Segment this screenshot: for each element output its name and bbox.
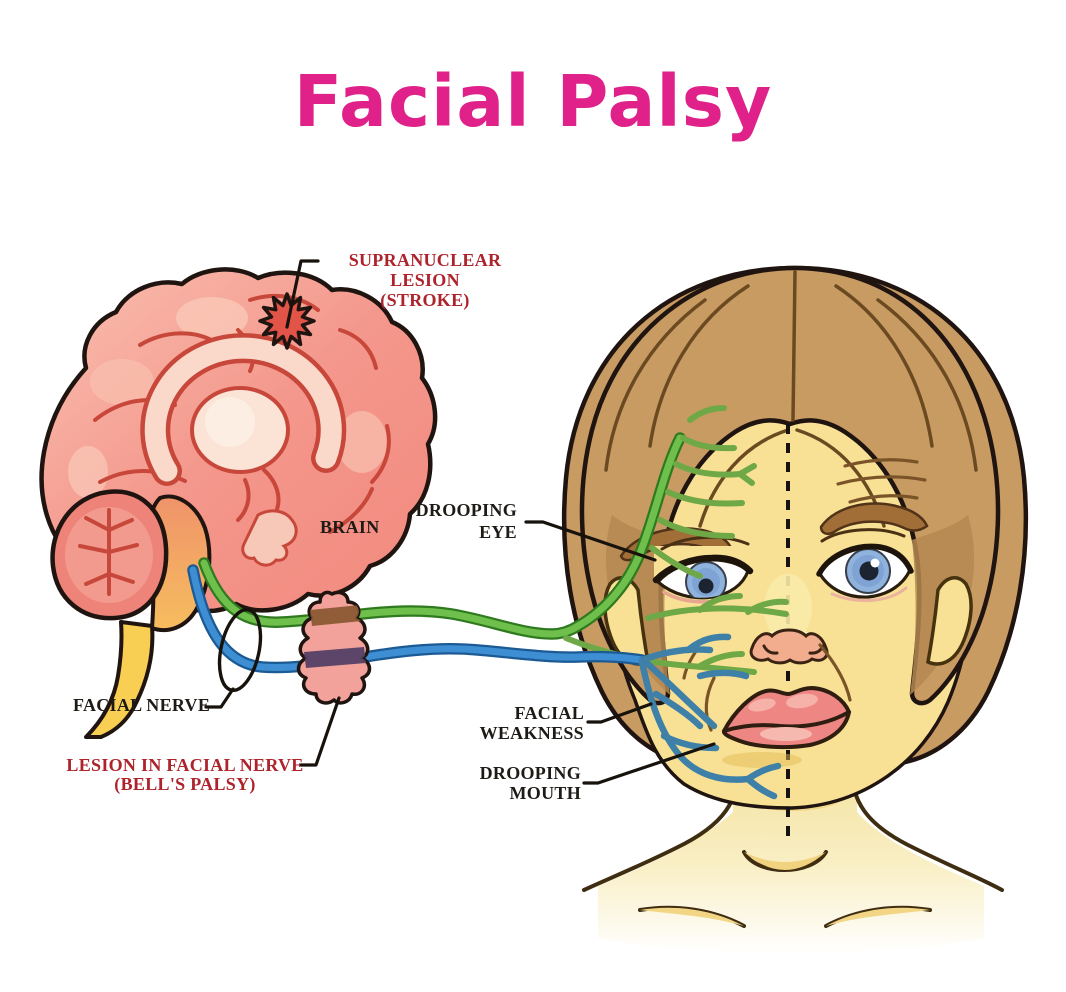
brain-illustration (39, 267, 438, 739)
drooping-mouth-line2: MOUTH (509, 783, 581, 803)
lesion-line2: (BELL'S PALSY) (114, 774, 256, 794)
forehead-wrinkles (836, 458, 927, 504)
facial-nerve-green (198, 405, 789, 675)
bells-palsy-lesion (296, 590, 372, 705)
drooping-eye-line1: DROOPING (415, 500, 517, 520)
lesion-line1: LESION IN FACIAL NERVE (66, 755, 304, 775)
label-supranuclear-lesion: SUPRANUCLEAR LESION (STROKE) (318, 250, 532, 310)
nose (749, 574, 829, 665)
supranuclear-line2: (STROKE) (380, 290, 470, 310)
label-lesion-facial-nerve: LESION IN FACIAL NERVE (BELL'S PALSY) (60, 756, 310, 794)
cerebellum-folds (78, 508, 139, 596)
face-illustration (561, 265, 1029, 954)
facial-weakness-line2: WEAKNESS (479, 723, 584, 743)
neck (598, 756, 984, 954)
drooping-mouth-line1: DROOPING (479, 763, 581, 783)
pointer-lines (204, 259, 716, 785)
label-facial-nerve: FACIAL NERVE (73, 695, 211, 715)
pointer-lesion (299, 696, 341, 767)
label-drooping-mouth: DROOPING MOUTH (440, 763, 581, 803)
pointer-supranuclear (285, 259, 320, 329)
pointer-facial-weakness (586, 702, 653, 724)
right-ear (926, 576, 973, 666)
page-title: Facial Palsy (293, 60, 773, 143)
hair-strands (604, 270, 978, 528)
drooping-eye-line2: EYE (479, 522, 517, 542)
right-eyebrow (819, 502, 929, 536)
right-eye (816, 528, 914, 603)
supranuclear-line1: SUPRANUCLEAR LESION (348, 250, 502, 290)
label-drooping-eye: DROOPING EYE (397, 499, 517, 543)
pointer-drooping-eye (524, 520, 657, 562)
pointer-drooping-mouth (582, 742, 716, 785)
label-facial-weakness: FACIAL WEAKNESS (440, 703, 584, 743)
green-branches (563, 405, 789, 675)
pointer-facial-nerve (204, 687, 235, 709)
mouth-drooping (721, 685, 852, 768)
left-eye-drooping (652, 535, 754, 604)
label-brain: BRAIN (320, 517, 380, 537)
facial-weakness-line1: FACIAL (514, 703, 584, 723)
